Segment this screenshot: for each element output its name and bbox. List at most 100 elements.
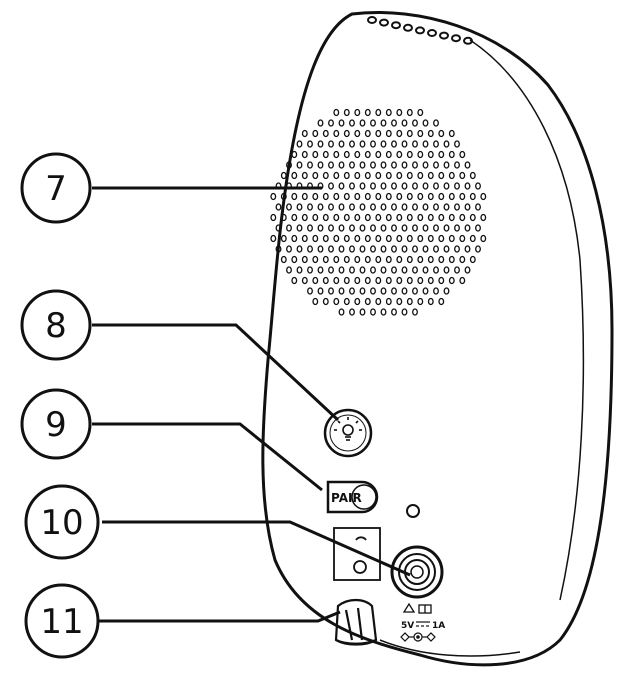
grille-hole [433,224,439,232]
grille-hole [317,161,324,169]
grille-hole [370,161,376,169]
grille-hole [401,203,408,211]
grille-hole [401,182,408,190]
grille-hole [427,192,434,201]
grille-hole [364,108,371,117]
grille-hole [454,203,460,211]
grille-hole [349,266,355,274]
grille-hole [333,213,340,222]
grille-hole [301,276,308,285]
grille-hole [280,171,287,180]
grille-hole [459,192,466,201]
grille-hole [385,129,392,138]
grille-hole [296,266,303,274]
grille-hole [406,108,413,117]
callout-7: 7 [20,152,92,224]
grille-hole [480,192,487,201]
grille-hole [328,140,334,148]
power-jack[interactable] [390,545,444,599]
grille-hole [328,161,334,169]
grille-hole [364,129,371,138]
grille-hole [338,140,345,148]
grille-hole [338,203,345,211]
grille-hole [454,182,460,190]
grille-hole [364,297,371,306]
grille-hole [364,276,371,285]
grille-hole [370,308,376,316]
grille-hole [464,245,471,253]
grille-hole [312,192,319,201]
grille-hole [375,255,382,264]
grille-hole [370,119,376,127]
grille-hole [443,245,450,253]
grille-hole [333,234,340,243]
grille-hole [349,224,355,232]
grille-hole [354,171,361,180]
grille-hole [375,276,382,285]
grille-hole [322,276,329,285]
grille-hole [328,119,334,127]
grille-hole [296,161,303,169]
grille-hole [359,140,366,148]
grille-hole [412,203,418,211]
grille-hole [464,203,471,211]
grille-hole [401,224,408,232]
grille-hole [417,297,424,306]
grille-hole [270,192,277,201]
grille-hole [375,129,382,138]
grille-hole [380,224,387,232]
grille-hole [438,150,445,159]
cable-clip [334,598,378,646]
grille-hole [454,245,460,253]
leader-lines [92,186,411,623]
grille-hole [480,234,487,243]
pair-button[interactable]: PAIR [326,480,379,514]
vent-hole [391,21,401,30]
grille-hole [385,192,392,201]
grille-hole [359,161,366,169]
grille-hole [333,108,340,117]
grille-hole [406,234,413,243]
grille-hole [349,161,355,169]
grille-hole [296,245,303,253]
grille-hole [375,150,382,159]
grille-hole [417,213,424,222]
grille-hole [370,140,376,148]
grille-hole [464,266,471,274]
grille-hole [459,234,466,243]
grille-hole [354,276,361,285]
grille-hole [443,161,450,169]
grille-hole [307,245,313,253]
grille-hole [459,213,466,222]
grille-hole [270,213,277,222]
grille-hole [349,140,355,148]
grille-hole [380,245,387,253]
light-button[interactable] [323,408,373,458]
grille-hole [454,266,460,274]
grille-hole [422,266,429,274]
grille-hole [312,297,319,306]
grille-hole [322,129,329,138]
grille-hole [385,150,392,159]
grille-hole [380,119,387,127]
grille-hole [333,297,340,306]
grille-hole [380,161,387,169]
grille-hole [448,213,455,222]
indicator-hole [406,504,420,518]
grille-hole [396,255,403,264]
grille-hole [380,140,387,148]
grille-hole [385,213,392,222]
dc-symbol [416,621,430,627]
callout-number: 7 [45,169,67,209]
leader-line-11 [98,610,341,623]
grille-hole [322,192,329,201]
grille-hole [364,234,371,243]
grille-hole [422,182,429,190]
grille-hole [301,192,308,201]
grille-hole [291,234,298,243]
grille-hole [296,224,303,232]
grille-hole [286,266,292,274]
vent-hole [379,18,389,27]
grille-hole [338,119,345,127]
